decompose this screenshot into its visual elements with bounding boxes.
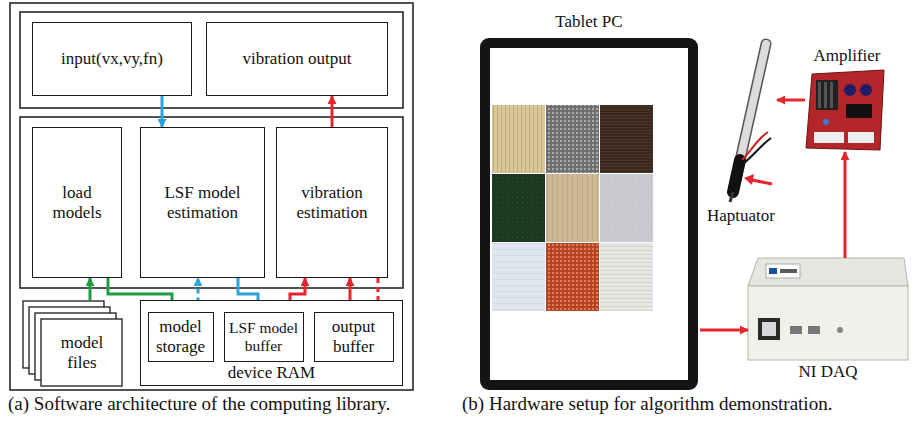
box-label: load models: [37, 183, 117, 222]
amplifier-picture: [844, 84, 856, 96]
tablet-picture: [600, 243, 653, 311]
label-holder: device RAM: [141, 363, 402, 383]
amplifier-picture: [848, 132, 874, 143]
memory-region: device RAM model storage LSF model buffer o…: [140, 300, 403, 386]
amplifier-picture: [806, 70, 884, 150]
daq-picture: [808, 326, 820, 334]
box-label: model storage: [153, 317, 209, 356]
device-amplifier: Amplifier: [805, 46, 889, 152]
section-frame: [20, 12, 403, 108]
box-label: vibration estimation: [281, 183, 383, 222]
tablet-picture: [492, 174, 545, 242]
pen-picture: [733, 44, 766, 192]
process-box: vibration estimation: [276, 127, 388, 278]
daq-picture: [762, 322, 776, 336]
caption-text: (a) Software architecture of the computi…: [8, 394, 416, 414]
tablet-picture: [480, 38, 698, 390]
device-daq: NI DAQ: [748, 258, 908, 382]
daq-picture: [748, 258, 908, 286]
amplifier-picture: [830, 82, 833, 108]
amplifier-picture: [816, 80, 838, 110]
tablet-picture: [480, 38, 698, 390]
amplifier-picture: [860, 84, 872, 96]
pen-picture: [752, 180, 772, 184]
label-holder: model files: [41, 319, 123, 387]
amplifier-picture: [806, 70, 884, 150]
device-haptuator: Haptuator: [705, 40, 777, 226]
tablet-picture: [492, 243, 545, 311]
pen-picture: [742, 132, 768, 160]
device-tablet: Tablet PC: [478, 12, 700, 390]
file-label: model files: [51, 333, 113, 372]
section-frame: [10, 3, 413, 390]
arrow-connector: [331, 96, 334, 127]
arrow-connector: [161, 96, 164, 127]
box-label: output buffer: [319, 317, 389, 356]
arrow-connector: [700, 329, 748, 332]
tablet-picture: [546, 105, 599, 173]
arrow-connector: [89, 278, 92, 300]
label-holder: Tablet PC: [478, 12, 700, 32]
section-frame: [10, 3, 413, 390]
process-box: LSF model estimation: [140, 127, 265, 278]
daq-picture: [769, 268, 777, 274]
buffer-box: LSF model buffer: [224, 312, 304, 362]
amplifier-picture: [814, 132, 844, 143]
pen-picture: [744, 174, 754, 185]
input-box: input(vx,vy,fn): [32, 22, 192, 96]
tablet-picture: [546, 243, 599, 311]
output-box: vibration output: [206, 22, 388, 96]
file-stack: model files: [22, 300, 124, 388]
buffer-box: model storage: [148, 312, 214, 362]
tablet-picture: [600, 174, 653, 242]
pen-picture: [733, 160, 740, 192]
amplifier-picture: [818, 82, 821, 108]
pen-picture: [733, 44, 766, 192]
section-frame: [20, 117, 403, 288]
daq-picture: [758, 318, 780, 340]
daq-picture: [790, 326, 802, 334]
box-label: LSF model estimation: [145, 183, 260, 222]
buffer-box: output buffer: [314, 312, 394, 362]
pen-picture: [730, 192, 733, 202]
box-label: LSF model buffer: [229, 319, 299, 354]
daq-picture: [748, 286, 908, 360]
file-sheet: [41, 319, 122, 386]
amplifier-picture: [846, 104, 872, 118]
pen-picture: [730, 44, 772, 202]
label-holder: Haptuator: [705, 206, 777, 226]
process-box: load models: [32, 127, 122, 278]
amplifier-picture: [824, 82, 827, 108]
box-label: vibration output: [242, 49, 351, 69]
caption-text: (b) Hardware setup for algorithm demonst…: [462, 394, 842, 414]
device-label: Haptuator: [707, 206, 775, 226]
daq-picture: [837, 327, 843, 333]
arrow-connector: [777, 99, 805, 102]
daq-picture: [766, 264, 800, 278]
tablet-picture: [546, 174, 599, 242]
daq-picture: [748, 258, 908, 360]
device-label: NI DAQ: [798, 362, 857, 382]
daq-picture: [780, 269, 797, 273]
label-holder: Amplifier: [805, 46, 889, 66]
arrow-connector: [844, 152, 847, 258]
region-label: device RAM: [228, 363, 315, 383]
pen-picture: [744, 138, 771, 163]
amplifier-picture: [823, 119, 829, 125]
tablet-picture: [490, 48, 688, 380]
device-label: Amplifier: [813, 46, 880, 66]
device-label: Tablet PC: [555, 12, 622, 32]
tablet-picture: [492, 105, 545, 173]
tablet-picture: [600, 105, 653, 173]
label-holder: NI DAQ: [748, 362, 908, 382]
box-label: input(vx,vy,fn): [61, 49, 163, 69]
